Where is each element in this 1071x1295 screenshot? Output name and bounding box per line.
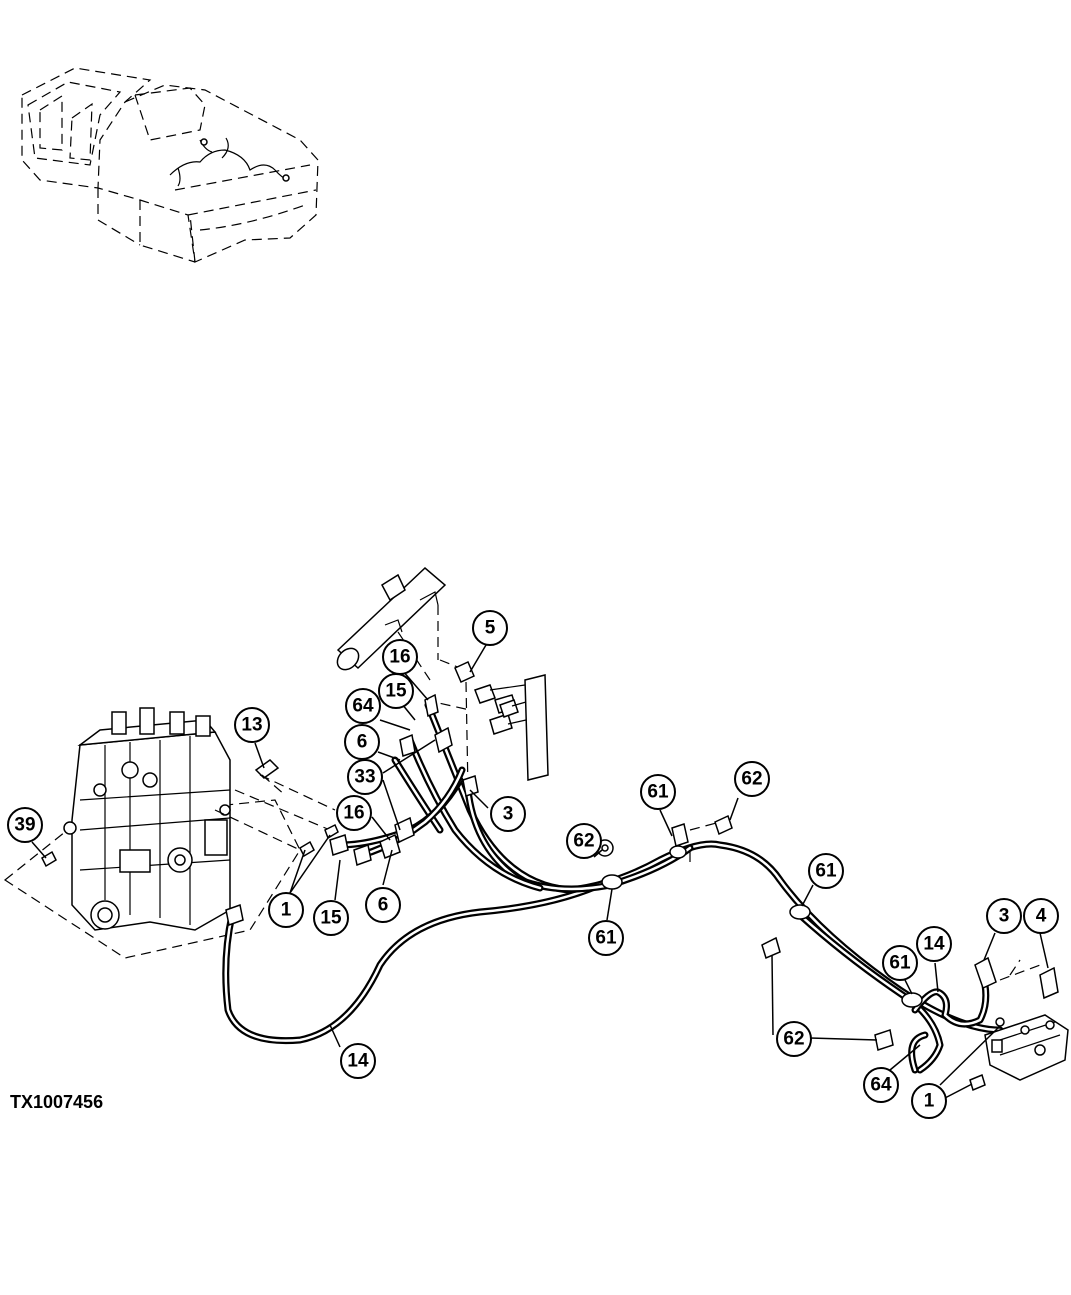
callout-61: 61 (588, 920, 624, 956)
callout-label: 4 (1036, 906, 1047, 927)
callout-62: 62 (566, 823, 602, 859)
callout-64: 64 (863, 1067, 899, 1103)
control-valve-assembly (3, 707, 301, 959)
callout-6: 6 (344, 724, 380, 760)
callout-33: 33 (347, 759, 383, 795)
callout-label: 16 (389, 647, 410, 668)
callout-label: 5 (485, 618, 496, 639)
callout-label: 6 (378, 895, 389, 916)
right-valve-block (969, 956, 1069, 1092)
figure-id: TX1007456 (10, 1092, 104, 1112)
callout-13: 13 (234, 707, 270, 743)
callout-label: 3 (999, 906, 1010, 927)
callout-label: 14 (347, 1051, 369, 1072)
bolts-62 (596, 814, 894, 1051)
hose-end-fitting (225, 904, 244, 926)
callout-label: 13 (241, 715, 262, 736)
callout-label: 64 (352, 696, 374, 717)
callout-15: 15 (313, 900, 349, 936)
callout-label: 62 (741, 769, 762, 790)
upper-pipe-assembly (336, 566, 549, 791)
callout-15: 15 (378, 673, 414, 709)
callout-62: 62 (776, 1021, 812, 1057)
hose-clamps (601, 821, 923, 1008)
callout-64: 64 (345, 688, 381, 724)
callout-3: 3 (986, 898, 1022, 934)
callout-label: 61 (647, 782, 669, 803)
callout-label: 64 (870, 1075, 892, 1096)
callout-1: 1 (911, 1083, 947, 1119)
callout-label: 33 (354, 767, 375, 788)
leader-lines (31, 644, 1049, 1099)
callout-62: 62 (734, 761, 770, 797)
callout-label: 39 (14, 815, 35, 836)
callout-61: 61 (640, 774, 676, 810)
callout-label: 14 (923, 934, 945, 955)
callout-label: 3 (503, 804, 514, 825)
callout-label: 16 (343, 803, 364, 824)
callout-label: 62 (783, 1029, 804, 1050)
callout-label: 1 (924, 1091, 935, 1112)
callout-6: 6 (365, 887, 401, 923)
callout-label: 61 (889, 953, 911, 974)
callout-61: 61 (808, 853, 844, 889)
callout-label: 1 (281, 900, 292, 921)
callout-label: 61 (595, 928, 617, 949)
callout-3: 3 (490, 796, 526, 832)
callout-14: 14 (340, 1043, 376, 1079)
callout-4: 4 (1023, 898, 1059, 934)
callout-39: 39 (7, 807, 43, 843)
callout-5: 5 (472, 610, 508, 646)
callout-label: 61 (815, 861, 837, 882)
callout-16: 16 (336, 795, 372, 831)
callout-label: 62 (573, 831, 594, 852)
callout-1: 1 (268, 892, 304, 928)
excavator-locator-thumbnail (21, 67, 319, 263)
callout-label: 15 (385, 681, 407, 702)
callout-16: 16 (382, 639, 418, 675)
callout-label: 6 (357, 732, 368, 753)
callout-14: 14 (916, 926, 952, 962)
callout-61: 61 (882, 945, 918, 981)
fitting-13 (254, 759, 286, 796)
callout-label: 15 (320, 908, 342, 929)
hose-group (222, 701, 1004, 1074)
